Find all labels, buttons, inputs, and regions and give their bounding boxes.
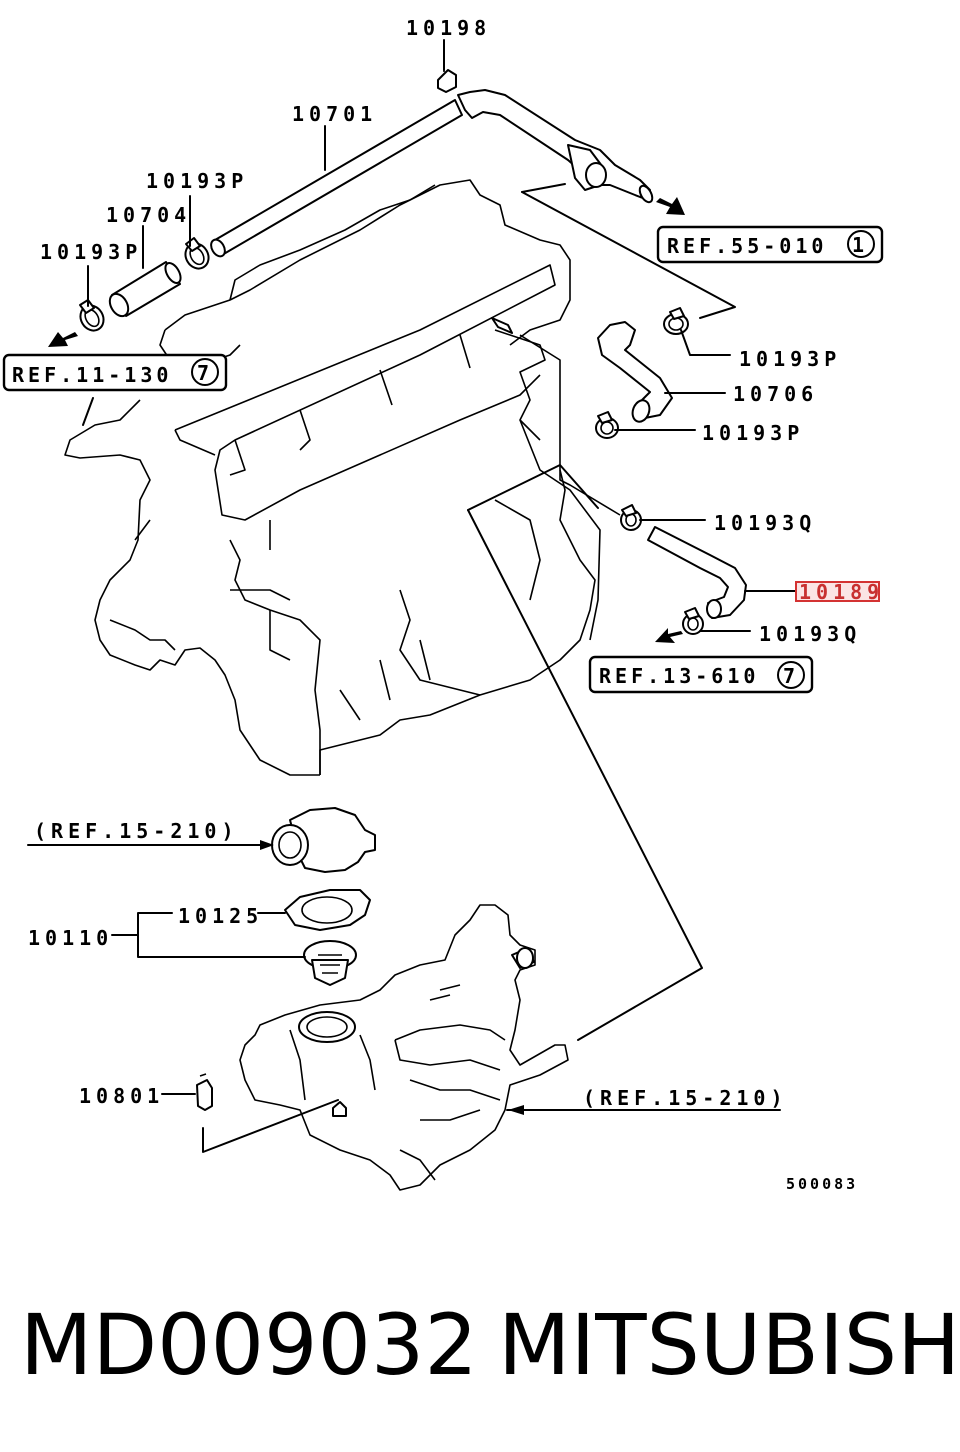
- hose-10189-drawing: [647, 526, 747, 619]
- part-number: MD009032: [20, 1296, 478, 1394]
- label-10193p-right-upper[interactable]: 10193P: [739, 347, 841, 371]
- clamp-10193p-upper-drawing: [184, 237, 210, 270]
- label-10193p-right-lower[interactable]: 10193P: [702, 421, 804, 445]
- hose-10706-drawing: [597, 321, 673, 423]
- ref-box-11-130[interactable]: REF.11-130 7: [2, 353, 228, 392]
- label-10193p-upper[interactable]: 10193P: [146, 169, 248, 193]
- clamp-10193q-lower-drawing: [682, 607, 704, 635]
- ref-55-010-circle-number: 1: [852, 233, 868, 257]
- parts-diagram: REF.55-010 1 REF.11-130 7 REF.13-610 7 1…: [2, 16, 884, 1193]
- label-10110[interactable]: 10110: [28, 926, 113, 950]
- ref-box-55-010[interactable]: REF.55-010 1: [656, 225, 884, 264]
- ref-11-130-label: REF.11-130: [12, 363, 172, 387]
- label-10706[interactable]: 10706: [733, 382, 818, 406]
- hose-10704-drawing: [108, 261, 182, 318]
- ref-55-010-label: REF.55-010: [667, 234, 827, 258]
- diagram-code: 500083: [786, 1175, 858, 1193]
- thermostat-10110-drawing: [303, 940, 357, 986]
- label-10125[interactable]: 10125: [178, 904, 263, 928]
- clamp-10193p-left-drawing: [79, 299, 105, 332]
- label-10704[interactable]: 10704: [106, 203, 191, 227]
- thermostat-housing-drawing: [271, 807, 376, 873]
- clamp-10193p-right-lower-drawing: [595, 411, 619, 439]
- part-labels: 10198 10701 10193P 10704 10193P 10193P 1…: [28, 16, 884, 1193]
- gasket-10125-drawing: [284, 889, 371, 931]
- intake-manifold-drawing: [239, 904, 569, 1191]
- engine-block-drawing: [64, 179, 621, 776]
- label-10189[interactable]: 10189: [799, 580, 884, 604]
- label-ref-15-210-manifold[interactable]: (REF.15-210): [583, 1086, 788, 1110]
- footer-caption: MD009032 MITSUBISHI: [0, 1290, 960, 1400]
- leader-lines: [27, 39, 796, 1153]
- label-10193q-upper[interactable]: 10193Q: [714, 511, 816, 535]
- label-ref-15-210-housing[interactable]: (REF.15-210): [34, 819, 239, 843]
- label-10193q-lower[interactable]: 10193Q: [759, 622, 861, 646]
- label-10701[interactable]: 10701: [292, 102, 377, 126]
- ref-13-610-label: REF.13-610: [599, 664, 759, 688]
- highlight-10189: [795, 581, 880, 602]
- sensor-10801-drawing: [196, 1073, 213, 1111]
- arrow-icon: [48, 197, 685, 1115]
- ref-box-13-610[interactable]: REF.13-610 7: [588, 655, 814, 694]
- water-pipe-10701-drawing: [210, 60, 654, 258]
- brand-name: MITSUBISHI: [498, 1296, 960, 1394]
- clamp-10193q-upper-drawing: [620, 504, 642, 531]
- label-10801[interactable]: 10801: [79, 1084, 164, 1108]
- ref-11-130-circle-number: 7: [197, 361, 213, 385]
- ref-13-610-circle-number: 7: [783, 664, 799, 688]
- label-10198[interactable]: 10198: [406, 16, 491, 40]
- label-10193p-left[interactable]: 10193P: [40, 240, 142, 264]
- clamp-10193p-right-upper-drawing: [663, 307, 689, 335]
